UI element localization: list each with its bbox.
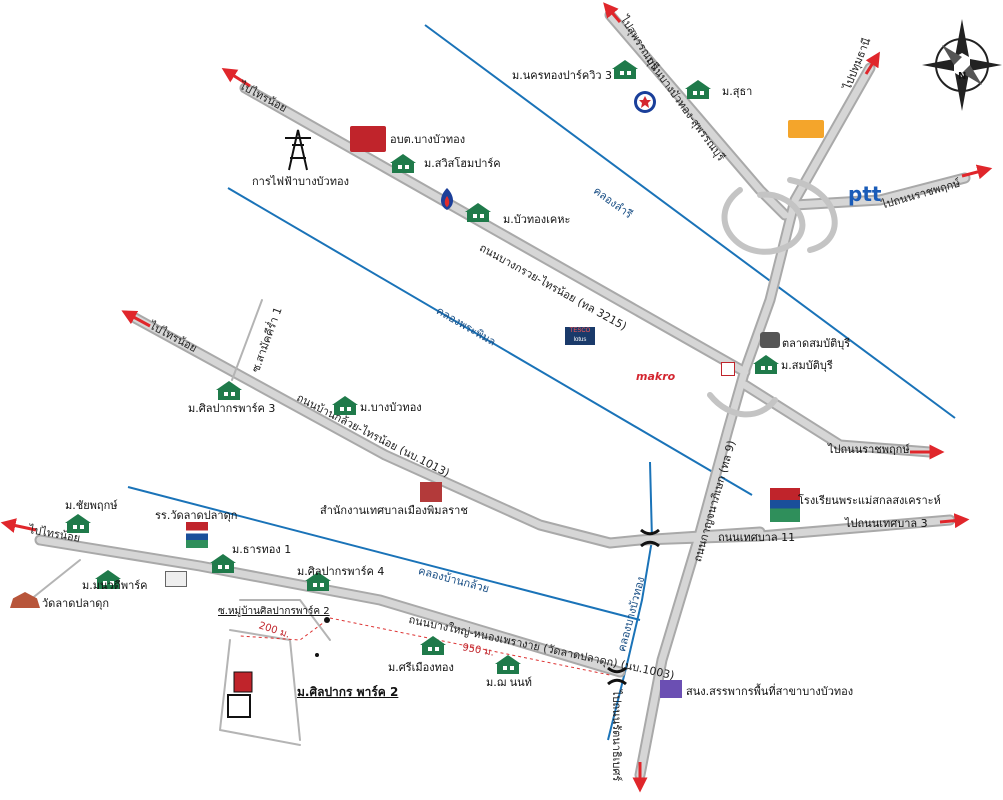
arrow-suphan <box>603 2 622 23</box>
place-obt-bangbuathong: อบต.บางบัวทอง <box>390 133 466 146</box>
place-school-wat: รร.วัดลาดปลาดุก <box>155 509 238 522</box>
ptt-logo: ptt <box>848 182 882 206</box>
fuel-flame-icon <box>441 188 453 210</box>
house-icon <box>685 80 711 100</box>
arrow-sainoi-3 <box>0 518 37 533</box>
arrow-tesaban3 <box>939 513 970 529</box>
place-buathong-kheha: ม.บัวทองเคหะ <box>503 213 571 226</box>
tesco-logo: TESCO lotus <box>565 327 595 345</box>
place-silpakorn3: ม.ศิลปากรพาร์ค 3 <box>188 402 276 415</box>
arrow-sainoi-1 <box>221 67 251 88</box>
house-icon <box>95 570 121 590</box>
site-plot <box>227 671 253 718</box>
shop-icon <box>165 571 187 587</box>
direction-to-rattanathibet: ไปถนนรัตนาธิเบศร์ <box>610 690 623 782</box>
canal-bang-bua-thong <box>607 461 654 741</box>
place-nakhon-thong: ม.นครทองปาร์ควิว 3 <box>512 69 613 82</box>
temple-icon <box>10 592 40 608</box>
place-tarathong: ม.ธารทอง 1 <box>232 543 292 556</box>
house-icon <box>390 154 416 174</box>
compass-rose <box>922 19 1002 111</box>
direction-to-tesaban3: ไปถนนเทศบาล 3 <box>845 517 928 530</box>
place-ma-non: ม.ฌ นนท์ <box>486 676 532 689</box>
market-icon <box>760 332 780 348</box>
school-icon <box>770 488 800 522</box>
road-tesaban11-label: ถนนเทศบาล 11 <box>718 531 796 544</box>
house-icon <box>420 636 446 656</box>
bridge-icon <box>607 666 627 686</box>
arrow-sainoi-2 <box>121 310 151 328</box>
place-sutha: ม.สุธา <box>722 85 753 98</box>
place-bangbuathong-vil: ม.บางบัวทอง <box>360 401 422 414</box>
place-power: การไฟฟ้าบางบัวทอง <box>252 175 349 188</box>
tax-office-icon <box>660 680 682 698</box>
place-talad-sombat: ตลาดสมบัติบุรี <box>782 337 851 350</box>
direction-arrows <box>0 2 993 793</box>
arrow-pathum <box>864 51 880 75</box>
7-eleven-like-icon <box>788 120 824 138</box>
place-sri-mueang: ม.ศรีเมืองทอง <box>388 661 454 674</box>
compass-north-label: N <box>958 71 967 82</box>
house-icon <box>465 203 491 223</box>
house-icon <box>753 355 779 375</box>
house-icon <box>65 514 91 534</box>
roads <box>29 9 971 781</box>
place-municipal: สำนักงานเทศบาลเมืองพิมลราช <box>320 504 468 517</box>
place-wat-lat: วัดลาดปลาดุก <box>42 597 110 610</box>
canal-lam-ri <box>424 24 956 419</box>
place-manawadi: ม.มนวดีพาร์ค <box>82 579 148 592</box>
distance-markers <box>239 617 611 676</box>
tesco-text: TESCO <box>569 328 591 334</box>
place-silpakorn4: ม.ศิลปากรพาร์ค 4 <box>297 565 385 578</box>
bridge-symbols <box>607 528 660 686</box>
house-icon <box>332 396 358 416</box>
tesco-sub-text: lotus <box>573 337 587 343</box>
place-m-sombat: ม.สมบัติบุรี <box>781 359 833 372</box>
municipal-office-icon <box>350 126 386 152</box>
house-icon <box>305 572 331 592</box>
house-icon <box>210 554 236 574</box>
municipal-building-icon <box>420 482 442 502</box>
place-tax: สนง.สรรพากรพื้นที่สาขาบางบัวทอง <box>686 685 854 698</box>
school-flag-icon <box>186 522 208 548</box>
place-school-mae: โรงเรียนพระแม่สกลสงเคราะห์ <box>798 494 941 507</box>
power-tower-icon <box>285 129 311 171</box>
arrow-ratchaphruek-1 <box>961 164 993 180</box>
canal-phra-phimon <box>227 187 753 496</box>
house-icon <box>612 60 638 80</box>
makro-logo: makro <box>636 370 676 383</box>
gas-station-icon <box>634 91 656 113</box>
canal-ban-kluai <box>127 486 641 621</box>
house-icon <box>216 381 242 401</box>
canals <box>127 24 956 741</box>
soi-mu-silpakorn-label: ซ.หมู่บ้านศิลปากรพาร์ค 2 <box>218 606 330 617</box>
house-icon <box>495 655 521 675</box>
bridge-icon <box>640 528 660 548</box>
place-swiss-home: ม.สวิสโฮมปาร์ค <box>424 157 501 170</box>
direction-to-ratchaphruek-2: ไปถนนราชพฤกษ์ <box>828 443 910 456</box>
place-silpakorn2: ม.ศิลปากร พาร์ค 2 <box>297 685 399 699</box>
hospital-icon <box>721 362 735 376</box>
place-chaiyaphruek: ม.ชัยพฤกษ์ <box>65 499 118 512</box>
